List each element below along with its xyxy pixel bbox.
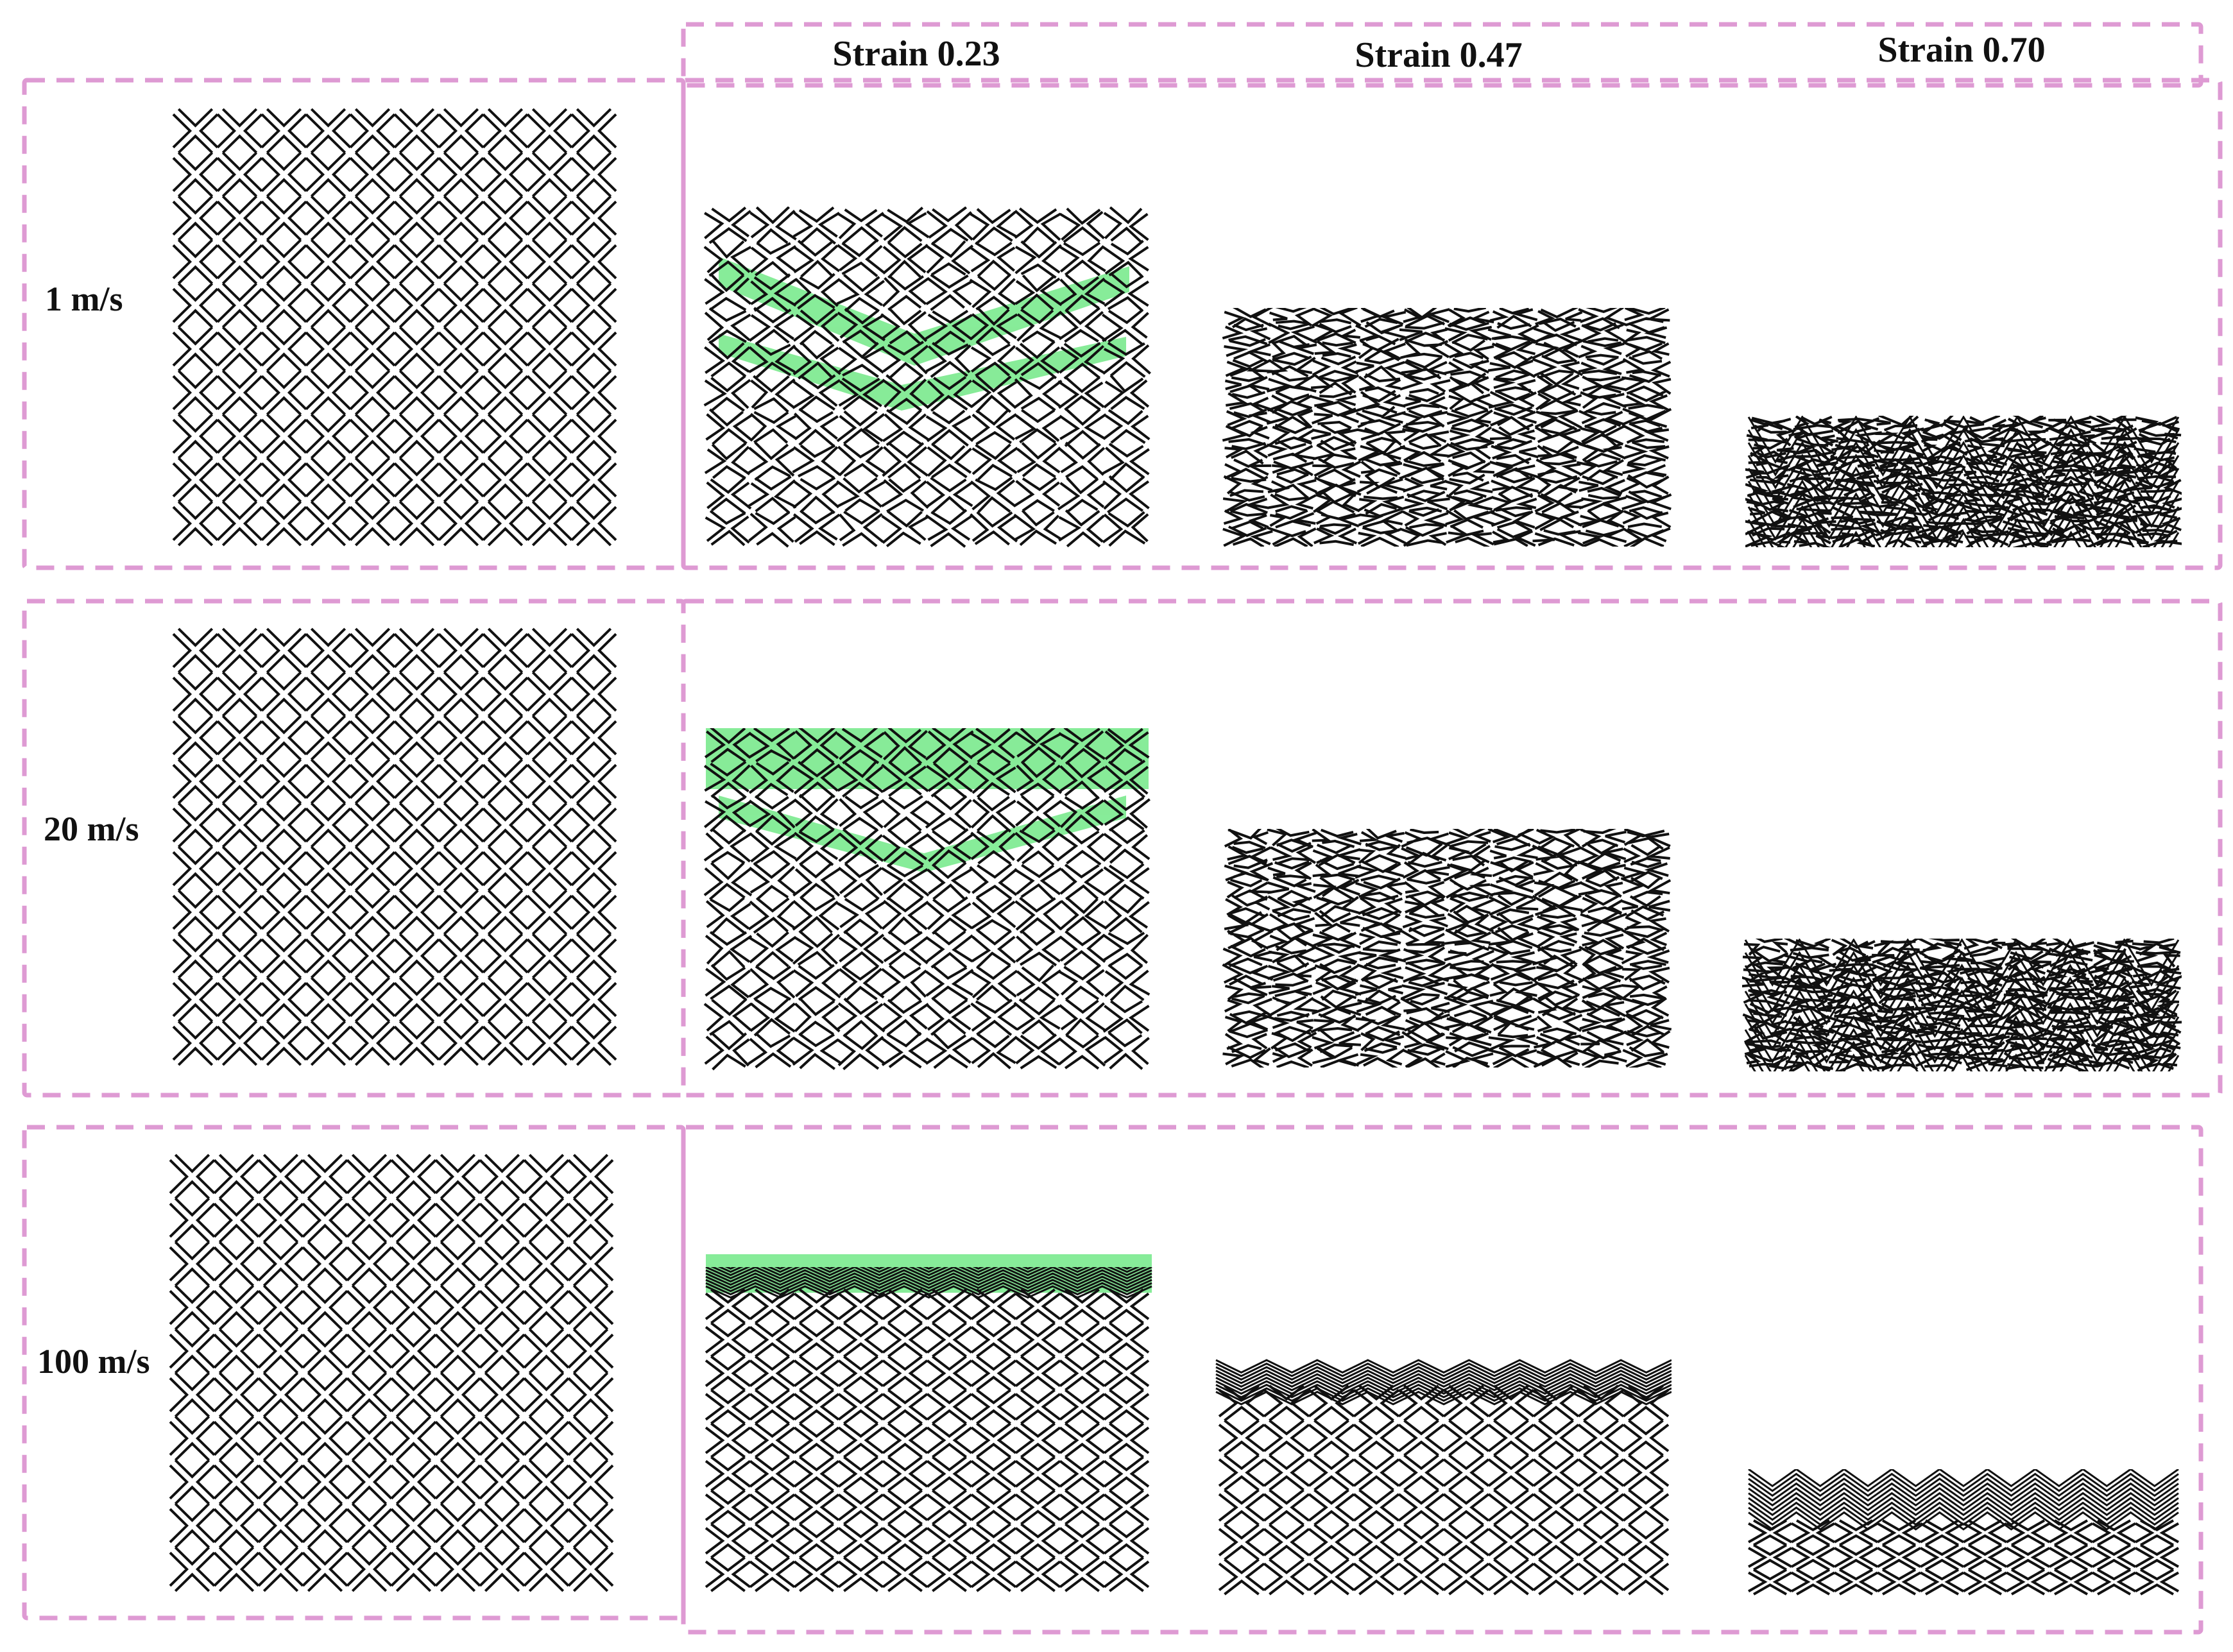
lattice-struts — [173, 109, 616, 545]
lattice-strain-047-row-1 — [1222, 305, 1671, 549]
lattice-undeformed-row-3 — [170, 1155, 613, 1591]
column-header-strain-3: Strain 0.70 — [1878, 30, 2045, 70]
lattice-struts — [706, 1290, 1149, 1591]
lattice-strain-070-row-3 — [1749, 1520, 2178, 1594]
column-header-strain-2: Strain 0.47 — [1355, 35, 1522, 75]
crushed-layer-strain-047-row-3 — [1216, 1360, 1672, 1404]
column-header-strain-1: Strain 0.23 — [832, 34, 1000, 74]
lattice-struts — [170, 1155, 613, 1591]
row-label-velocity-2: 20 m/s — [44, 810, 139, 848]
lattice-panels — [170, 109, 2183, 1594]
lattice-struts — [1222, 826, 1671, 1069]
lattice-struts — [705, 207, 1151, 547]
lattice-undeformed-row-1 — [173, 109, 616, 545]
band-shape — [719, 796, 1126, 873]
row-label-velocity-3: 100 m/s — [37, 1342, 150, 1381]
row-label-velocity-1: 1 m/s — [45, 280, 123, 318]
lattice-strain-047-row-3 — [1219, 1386, 1668, 1594]
crushed-struts — [1749, 1469, 2178, 1529]
lattice-strain-047-row-2 — [1222, 826, 1671, 1069]
crushed-layer-strain-070-row-3 — [1749, 1469, 2178, 1529]
lattice-strain-023-row-1 — [705, 207, 1151, 547]
lattice-struts — [1749, 1520, 2178, 1594]
lattice-struts — [1222, 305, 1671, 549]
row-frame-2-left — [24, 601, 683, 1095]
crushed-struts — [1216, 1360, 1672, 1404]
lattice-strain-023-row-3 — [706, 1290, 1149, 1591]
lattice-struts — [1219, 1386, 1668, 1594]
lattice-struts — [173, 629, 616, 1065]
lattice-undeformed-row-2 — [173, 629, 616, 1065]
